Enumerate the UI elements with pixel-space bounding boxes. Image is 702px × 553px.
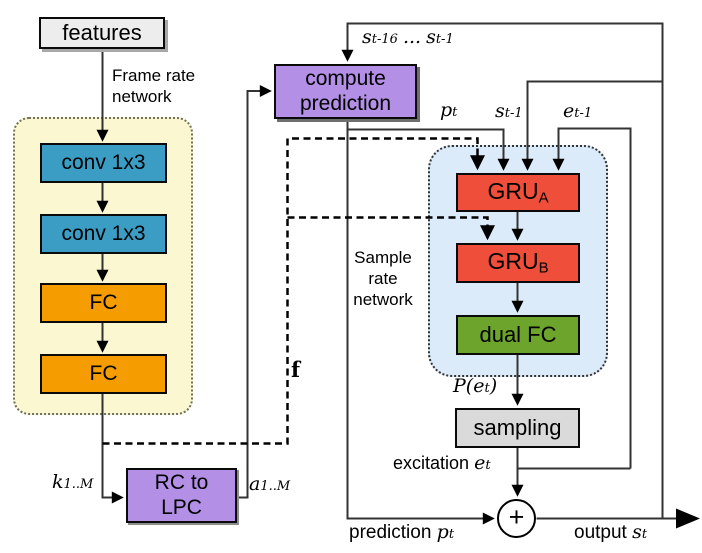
sprev-sub: t-1 [504, 106, 523, 121]
fc1-label: FC [89, 290, 118, 314]
rc-line1: RC to [154, 470, 209, 494]
sampling-box: sampling [455, 408, 580, 448]
k-coeffs-label: k1..M [52, 471, 93, 493]
fc2-label: FC [89, 361, 118, 385]
prob-pre: P( [453, 375, 474, 397]
probability-label: P(et) [453, 375, 497, 397]
adder-node: + [497, 499, 536, 538]
output-label: output st [574, 521, 647, 544]
pt-sub: t [452, 105, 458, 120]
gru-a-sub: A [538, 189, 549, 207]
eprev-base: e [563, 100, 575, 122]
excitation-label: excitation et [393, 452, 491, 474]
history-s1: s [362, 26, 372, 48]
features-label: features [62, 20, 142, 46]
gru-b-label: GRUB [487, 248, 548, 277]
gru-b-sub: B [538, 259, 549, 277]
sample-rate-line2: rate [368, 269, 398, 288]
history-signal-label: st-16...st-1 [362, 26, 454, 48]
output-var: st [632, 521, 647, 543]
output-sub: t [641, 527, 648, 542]
pt-base: p [440, 99, 453, 121]
sample-rate-line1: Sample [354, 248, 412, 267]
history-dots: ... [402, 26, 422, 48]
wire-history-feedback [341, 22, 664, 519]
sample-rate-network-label: Sample rate network [336, 247, 430, 310]
wire-sprev-to-grua [521, 80, 663, 171]
prediction-sub: t [448, 527, 455, 542]
sample-rate-line3: network [353, 290, 413, 309]
wire-eprev-to-grua [552, 127, 632, 469]
frame-rate-line1: Frame rate [112, 66, 196, 85]
wire-k-to-rclpc [101, 394, 124, 504]
gru-b-box: GRUB [456, 243, 580, 283]
compute-prediction-box: compute prediction [274, 64, 417, 119]
wire-f-to-grua [102, 137, 485, 445]
fc2-box: FC [40, 354, 167, 394]
prediction-base: p [436, 521, 449, 543]
gru-a-base: GRU [487, 177, 539, 204]
plus-icon: + [508, 501, 525, 532]
eprev-signal-label: et-1 [563, 100, 592, 122]
gru-b-base: GRU [487, 248, 539, 275]
excitation-var: et [474, 452, 490, 474]
frame-rate-network-label: Frame rate network [112, 65, 195, 107]
dual-fc-box: dual FC [456, 315, 580, 355]
prediction-word: prediction [349, 522, 432, 543]
a-coeffs-label: a1..M [249, 473, 290, 495]
wire-f-to-grub [287, 216, 495, 241]
rc-to-lpc-label: RC to LPC [155, 471, 209, 521]
pt-signal-label: pt [440, 99, 457, 121]
sampling-label: sampling [473, 415, 562, 441]
eprev-sub: t-1 [574, 106, 593, 121]
prob-sub: t [484, 381, 490, 396]
prediction-var: pt [437, 521, 454, 543]
excitation-sub: t [485, 458, 491, 473]
compute-line2: prediction [299, 91, 392, 115]
conv1-box: conv 1x3 [40, 143, 167, 183]
a-base: a [249, 473, 261, 495]
output-word: output [574, 522, 627, 543]
excitation-word: excitation [393, 453, 470, 473]
sprev-base: s [495, 100, 505, 122]
conv1-label: conv 1x3 [61, 150, 146, 174]
compute-prediction-label: compute prediction [300, 67, 391, 117]
fc1-box: FC [40, 283, 167, 323]
k-sub: 1..M [63, 477, 94, 492]
wire-prediction-to-adder [346, 119, 495, 525]
dual-fc-label: dual FC [479, 322, 557, 348]
prob-base: e [473, 375, 485, 397]
prob-post: ) [489, 375, 498, 397]
history-sub2: t-1 [435, 32, 454, 47]
f-vector-label: f [291, 357, 300, 382]
wire-pt-to-grua [347, 128, 510, 171]
output-arrowhead-icon [676, 508, 700, 529]
gru-a-label: GRUA [487, 178, 548, 207]
gru-a-box: GRUA [456, 173, 580, 212]
a-sub: 1..M [260, 479, 291, 494]
k-base: k [52, 471, 64, 493]
conv2-label: conv 1x3 [61, 221, 146, 245]
rc-to-lpc-box: RC to LPC [126, 468, 237, 523]
history-s2: s [426, 26, 436, 48]
sprev-signal-label: st-1 [495, 100, 523, 122]
compute-line1: compute [305, 66, 386, 90]
conv2-box: conv 1x3 [40, 214, 167, 254]
prediction-label: prediction pt [349, 521, 454, 544]
history-sub1: t-16 [371, 32, 398, 47]
f-base: f [291, 357, 301, 382]
frame-rate-line2: network [112, 87, 172, 106]
output-base: s [632, 521, 642, 543]
rc-line2: LPC [161, 495, 202, 519]
excitation-base: e [474, 452, 486, 474]
features-box: features [39, 17, 165, 49]
wire-a-to-compute [237, 85, 272, 499]
